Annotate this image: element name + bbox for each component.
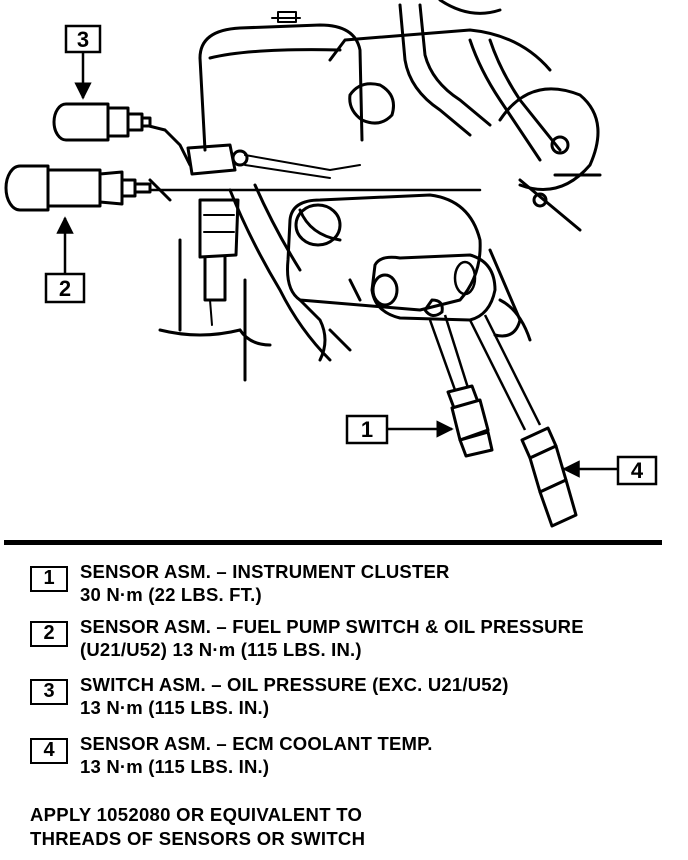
callout-4-label: 4 xyxy=(631,458,644,483)
ecm-coolant-temp-sensor xyxy=(468,314,578,528)
instrument-cluster-sensor xyxy=(428,314,494,458)
legend-description: SENSOR ASM. – FUEL PUMP SWITCH & OIL PRE… xyxy=(80,616,584,637)
note-line-2: THREADS OF SENSORS OR SWITCH xyxy=(30,828,366,849)
engine-sensor-diagram: 3 2 1 4 xyxy=(4,0,658,528)
callout-2: 2 xyxy=(44,216,86,304)
legend-torque: 13 N·m (115 LBS. IN.) xyxy=(80,697,270,718)
note-line-1: APPLY 1052080 OR EQUIVALENT TO xyxy=(30,804,363,825)
legend-text: SENSOR ASM. – ECM COOLANT TEMP. 13 N·m (… xyxy=(80,732,433,778)
callout-3: 3 xyxy=(64,24,102,100)
legend-torque: 30 N·m (22 LBS. FT.) xyxy=(80,584,262,605)
application-note: APPLY 1052080 OR EQUIVALENT TO THREADS O… xyxy=(30,803,365,851)
divider-rule xyxy=(4,540,662,545)
legend-number-box: 3 xyxy=(30,679,68,705)
callout-3-label: 3 xyxy=(77,27,89,52)
legend-description: SENSOR ASM. – INSTRUMENT CLUSTER xyxy=(80,561,450,582)
legend-number-box: 1 xyxy=(30,566,68,592)
oil-pressure-switch xyxy=(52,102,152,142)
fuel-pump-switch-oil-pressure-sensor xyxy=(4,164,152,212)
legend-text: SENSOR ASM. – FUEL PUMP SWITCH & OIL PRE… xyxy=(80,615,584,661)
legend-torque: 13 N·m (115 LBS. IN.) xyxy=(80,756,270,777)
callout-4: 4 xyxy=(562,455,658,486)
engine-block-drawing xyxy=(143,0,602,382)
callout-1-label: 1 xyxy=(361,417,373,442)
callout-2-label: 2 xyxy=(59,276,71,301)
legend-description: SWITCH ASM. – OIL PRESSURE (EXC. U21/U52… xyxy=(80,674,509,695)
legend-torque: (U21/U52) 13 N·m (115 LBS. IN.) xyxy=(80,639,362,660)
legend-number-box: 2 xyxy=(30,621,68,647)
callout-1: 1 xyxy=(345,414,454,445)
legend-description: SENSOR ASM. – ECM COOLANT TEMP. xyxy=(80,733,433,754)
legend-text: SENSOR ASM. – INSTRUMENT CLUSTER 30 N·m … xyxy=(80,560,450,606)
legend-text: SWITCH ASM. – OIL PRESSURE (EXC. U21/U52… xyxy=(80,673,509,719)
legend-number-box: 4 xyxy=(30,738,68,764)
